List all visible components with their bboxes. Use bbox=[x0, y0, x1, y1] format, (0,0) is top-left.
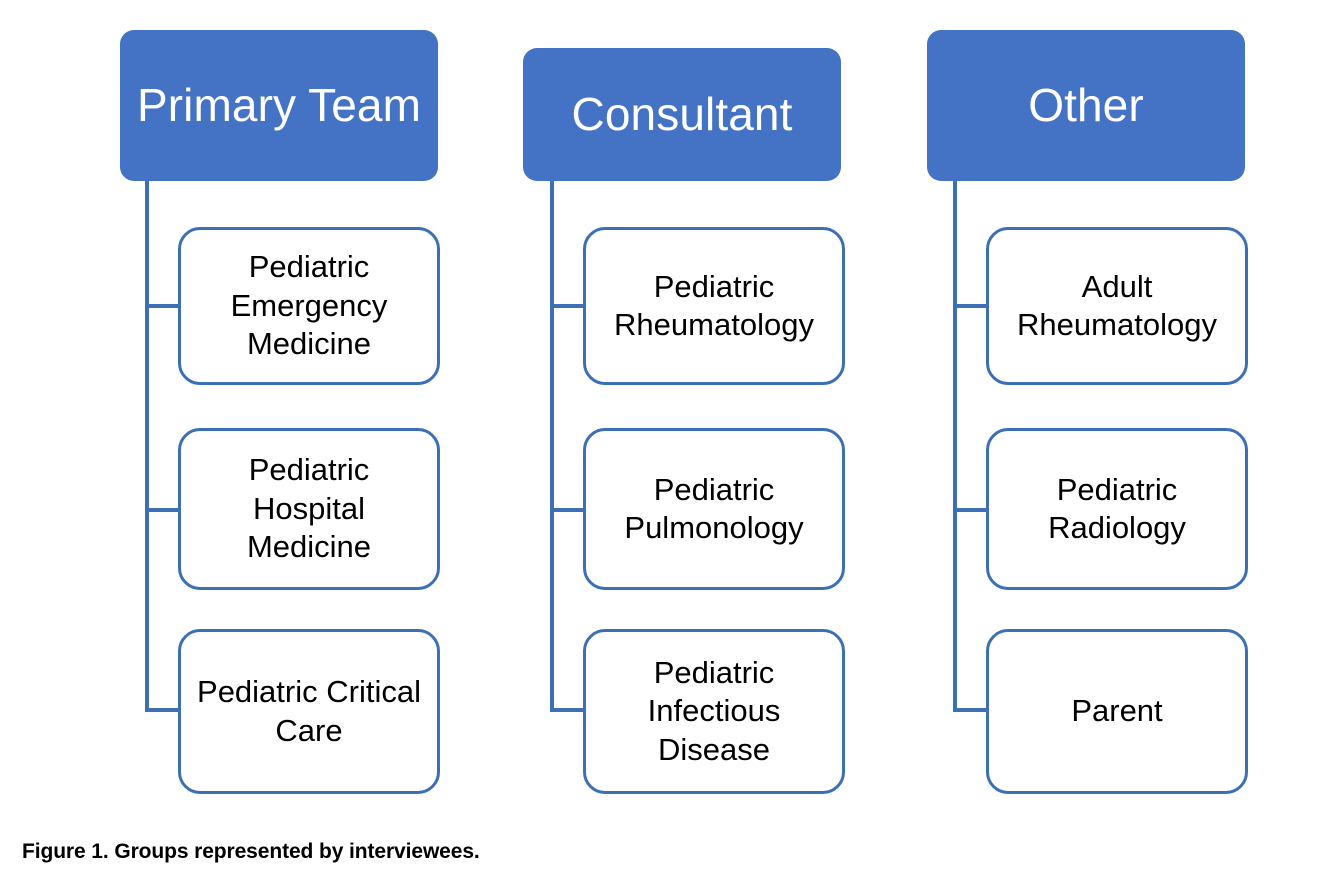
connector-stub-consultant-1 bbox=[550, 304, 586, 308]
connector-stub-other-1 bbox=[953, 304, 989, 308]
group-item-adult-rheumatology[interactable]: Adult Rheumatology bbox=[986, 227, 1248, 385]
group-item-parent[interactable]: Parent bbox=[986, 629, 1248, 794]
connector-stub-consultant-2 bbox=[550, 508, 586, 512]
connector-stub-primary-team-1 bbox=[145, 304, 181, 308]
connector-stub-other-3 bbox=[953, 708, 989, 712]
connector-stub-consultant-3 bbox=[550, 708, 586, 712]
connector-trunk-primary-team bbox=[145, 181, 149, 712]
group-item-pediatric-emergency-medicine[interactable]: Pediatric Emergency Medicine bbox=[178, 227, 440, 385]
group-header-primary-team[interactable]: Primary Team bbox=[120, 30, 438, 181]
group-item-pediatric-infectious-disease[interactable]: Pediatric Infectious Disease bbox=[583, 629, 845, 794]
figure-caption: Figure 1. Groups represented by intervie… bbox=[22, 840, 480, 863]
group-item-pediatric-critical-care[interactable]: Pediatric Critical Care bbox=[178, 629, 440, 794]
connector-stub-other-2 bbox=[953, 508, 989, 512]
group-item-pediatric-radiology[interactable]: Pediatric Radiology bbox=[986, 428, 1248, 590]
connector-stub-primary-team-3 bbox=[145, 708, 181, 712]
group-column-primary-team: Primary Team Pediatric Emergency Medicin… bbox=[0, 0, 440, 830]
connector-trunk-consultant bbox=[550, 181, 554, 712]
group-header-consultant[interactable]: Consultant bbox=[523, 48, 841, 181]
group-item-pediatric-rheumatology[interactable]: Pediatric Rheumatology bbox=[583, 227, 845, 385]
group-column-other: Other Adult Rheumatology Pediatric Radio… bbox=[0, 0, 1248, 830]
group-column-consultant: Consultant Pediatric Rheumatology Pediat… bbox=[0, 0, 845, 830]
connector-trunk-other bbox=[953, 181, 957, 712]
connector-stub-primary-team-2 bbox=[145, 508, 181, 512]
group-header-other[interactable]: Other bbox=[927, 30, 1245, 181]
group-item-pediatric-pulmonology[interactable]: Pediatric Pulmonology bbox=[583, 428, 845, 590]
group-item-pediatric-hospital-medicine[interactable]: Pediatric Hospital Medicine bbox=[178, 428, 440, 590]
